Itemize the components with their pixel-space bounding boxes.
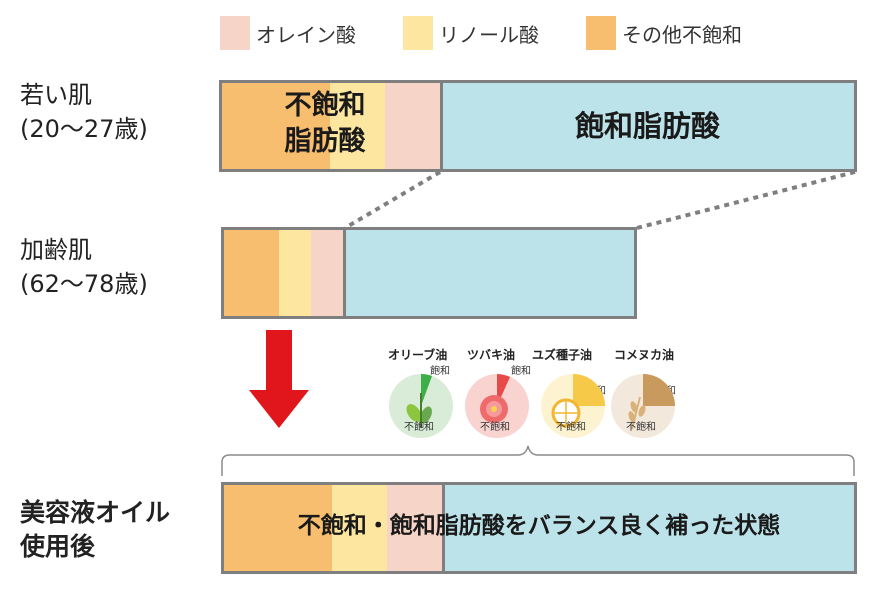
after-bar-label: 不飽和・飽和脂肪酸をバランス良く補った状態: [297, 513, 781, 539]
seg-linoleic: [332, 485, 387, 571]
yuzu-icon: [541, 374, 605, 438]
seg-oleic: [311, 230, 343, 316]
unsat-label: 不飽和 脂肪酸: [284, 90, 366, 157]
legend-item-oleic: オレイン酸: [220, 16, 356, 50]
oil-name: オリーブ油: [388, 348, 448, 362]
row-label-aged: 加齢肌 (62〜78歳): [20, 236, 148, 298]
oil-unsat-label: 不飽和: [404, 422, 434, 433]
oil-sat-label: 飽和: [511, 366, 531, 377]
oil-unsat-label: 不飽和: [626, 422, 656, 433]
legend-swatch: [220, 16, 250, 50]
seg-linoleic: [279, 230, 311, 316]
oil-unsat-label: 不飽和: [480, 422, 510, 433]
oil-name: ユズ種子油: [532, 348, 593, 362]
legend-item-other-unsat: その他不飽和: [586, 16, 742, 50]
seg-other-unsat: [224, 485, 332, 571]
seg-saturated: [343, 230, 634, 316]
rice-bran-icon: [611, 374, 675, 438]
olive-icon: [389, 374, 453, 438]
oil-name: ツバキ油: [467, 348, 516, 362]
legend-label: リノール酸: [439, 22, 539, 47]
oil-sat-label: 飽和: [430, 366, 450, 377]
seg-linoleic: [330, 83, 385, 169]
legend-swatch: [403, 16, 433, 50]
legend-item-linoleic: リノール酸: [403, 16, 539, 50]
seg-saturated: [440, 83, 854, 169]
seg-other-unsat: [222, 83, 330, 169]
legend-label: オレイン酸: [256, 22, 356, 47]
down-arrow-icon: [249, 330, 309, 428]
seg-oleic: [387, 485, 442, 571]
row-label-after: 美容液オイル 使用後: [20, 498, 171, 561]
seg-other-unsat: [224, 230, 279, 316]
seg-saturated: [442, 485, 854, 571]
bar-aged: [221, 227, 637, 319]
sat-label: 飽和脂肪酸: [574, 109, 720, 143]
bar-after: [221, 482, 857, 574]
bar-young: [219, 80, 857, 172]
oil-name: コメヌカ油: [614, 348, 675, 362]
legend-label: その他不飽和: [622, 22, 742, 47]
oil-unsat-label: 不飽和: [556, 422, 586, 433]
seg-oleic: [385, 83, 440, 169]
camellia-icon: [465, 374, 529, 438]
legend-swatch: [586, 16, 616, 50]
row-label-young: 若い肌 (20〜27歳): [20, 81, 148, 143]
